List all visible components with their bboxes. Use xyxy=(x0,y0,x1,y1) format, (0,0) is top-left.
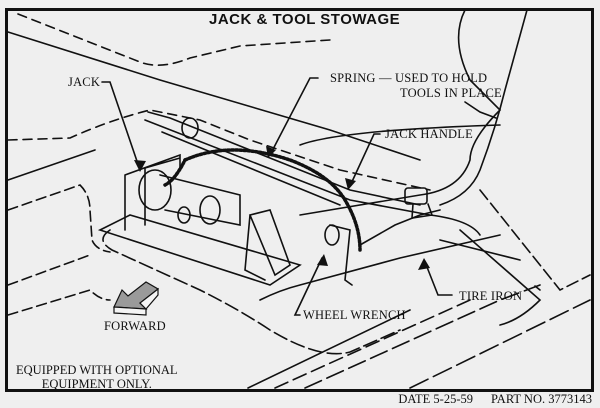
arrowhead-jack xyxy=(134,160,146,172)
handle-bracket xyxy=(404,187,428,205)
footer-date: DATE 5-25-59 xyxy=(398,392,473,406)
jack-body xyxy=(159,174,241,226)
label-jack: JACK xyxy=(68,75,101,89)
tire-curve-2 xyxy=(439,9,528,206)
jack-end xyxy=(199,195,221,225)
arrowhead-tire-iron xyxy=(418,258,430,270)
jack-cylinder xyxy=(138,169,172,211)
tire-iron xyxy=(359,209,441,246)
leader-jack xyxy=(101,81,141,171)
spring-chain xyxy=(183,148,362,252)
wheel-wrench xyxy=(329,224,353,286)
note-line-1: EQUIPPED WITH OPTIONAL xyxy=(16,363,178,377)
handle-bracket-2 xyxy=(411,203,434,219)
trunk-edge-3 xyxy=(7,254,91,286)
forward-arrow-icon xyxy=(113,281,160,316)
diagram-frame xyxy=(5,8,594,392)
floor-edge xyxy=(7,149,96,181)
trunk-edge-4 xyxy=(7,289,111,316)
trunk-outline-dashed-2 xyxy=(7,109,431,191)
leader-spring xyxy=(269,77,319,156)
note-line-2: EQUIPMENT ONLY. xyxy=(41,377,152,391)
floor-line-2 xyxy=(274,299,471,389)
jack-socket xyxy=(177,206,191,224)
jack-handle-bar-3 xyxy=(161,131,341,206)
floor-line-3 xyxy=(304,284,541,389)
tire-curve xyxy=(299,9,502,216)
floor-line-4 xyxy=(409,299,591,389)
spring-chain-2 xyxy=(163,158,187,187)
spare-tire-edge xyxy=(299,124,501,146)
equipment-note: EQUIPPED WITH OPTIONAL EQUIPMENT ONLY. xyxy=(16,363,178,391)
footer: DATE 5-25-59 PART NO. 3773143 xyxy=(380,392,592,407)
arrowhead-jack-handle xyxy=(345,178,356,190)
support-bracket xyxy=(244,209,291,281)
trunk-outline-dashed xyxy=(17,13,331,66)
jack-frame xyxy=(124,153,181,231)
floor-line-6 xyxy=(479,189,591,292)
label-tire-iron: TIRE IRON xyxy=(459,289,523,303)
trunk-edge-2 xyxy=(7,184,111,253)
leader-tire-iron xyxy=(424,261,453,296)
leader-spring-2 xyxy=(464,101,497,119)
well-side xyxy=(259,234,501,301)
floor-line-5 xyxy=(459,229,542,326)
well-outline xyxy=(102,229,401,355)
label-spring-line2: TOOLS IN PLACE xyxy=(400,86,502,100)
footer-part-number: PART NO. 3773143 xyxy=(490,392,592,406)
jack-base xyxy=(97,214,302,286)
label-wheel-wrench: WHEEL WRENCH xyxy=(303,308,406,322)
label-spring: SPRING — USED TO HOLD xyxy=(330,71,488,85)
leader-tire-iron-2 xyxy=(534,285,541,291)
label-jack-handle: JACK HANDLE xyxy=(385,127,473,141)
diagram-title: JACK & TOOL STOWAGE xyxy=(209,11,401,28)
leader-jack-handle xyxy=(349,133,381,187)
leader-wheel-wrench xyxy=(293,257,323,316)
arrowhead-spring xyxy=(266,146,276,158)
arrowhead-wheel-wrench xyxy=(317,254,328,266)
floor-line-1 xyxy=(247,309,411,389)
trunk-edge xyxy=(7,31,421,161)
label-forward: FORWARD xyxy=(104,319,166,333)
floor-line-7 xyxy=(439,239,521,261)
handle-clamp xyxy=(181,117,199,139)
wheel-wrench-socket xyxy=(324,224,340,246)
